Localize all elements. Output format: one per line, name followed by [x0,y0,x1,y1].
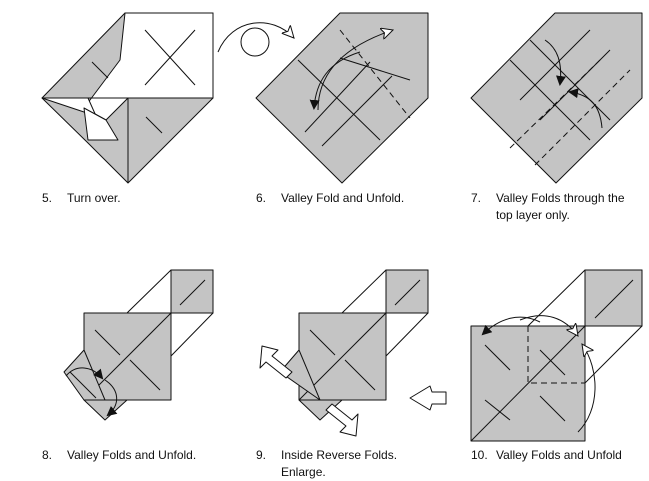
turn-over-arrow [217,22,294,57]
step-text: Valley Folds through the [496,191,625,205]
step-8-figure [63,269,214,421]
step-number: 8. [42,448,53,462]
step-text: Inside Reverse Folds. [281,448,398,462]
step-7-figure [470,12,643,184]
step-9-caption: 9. Inside Reverse Folds. Enlarge. [256,447,446,481]
step-number: 9. [256,448,267,462]
step-7-caption: 7. Valley Folds through the top layer on… [471,190,647,226]
step-text: Turn over. [67,191,121,205]
step-number: 5. [42,191,53,205]
step-text: Valley Fold and Unfold. [281,191,405,205]
step-text: Valley Folds and Unfold. [67,448,197,462]
step-text: Valley Folds and Unfold [496,448,622,462]
step-6-caption: 6. Valley Fold and Unfold. [256,190,446,226]
step-number: 7. [471,191,482,205]
step-5-figure [41,12,214,184]
step-number: 6. [256,191,267,205]
step-6-figure [255,12,429,184]
step-number: 10. [471,448,488,462]
step-9-figure [259,269,447,437]
step-8-caption: 8. Valley Folds and Unfold. [42,447,232,481]
step-text-line2: top layer only. [496,208,570,222]
step-10-caption: 10. Valley Folds and Unfold [471,447,647,481]
step-10-figure [470,269,643,442]
step-5-caption: 5. Turn over. [42,190,222,226]
step-text-line2: Enlarge. [281,465,326,479]
